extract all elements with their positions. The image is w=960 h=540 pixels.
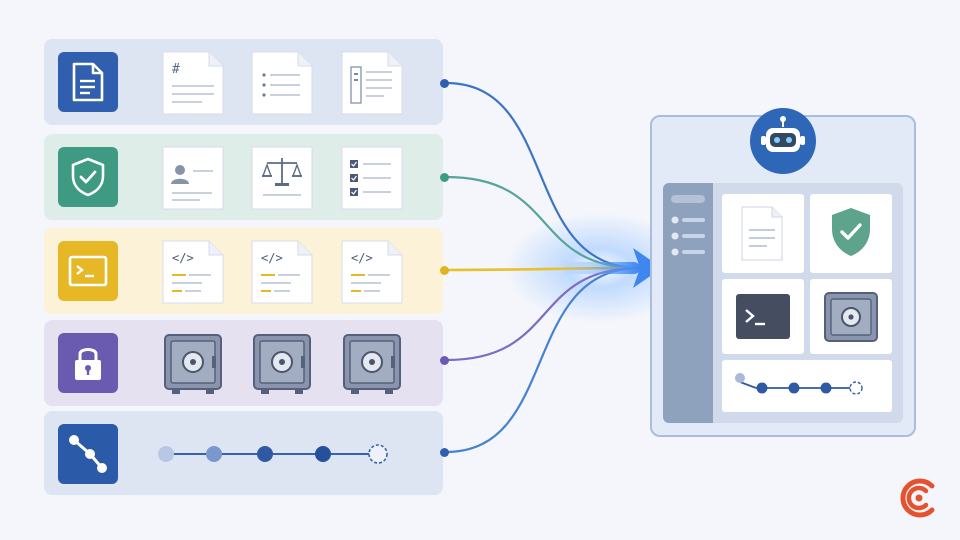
terminal-icon (68, 255, 108, 287)
row-security (44, 134, 443, 220)
code-document-icon: </> (341, 240, 403, 304)
robot-icon (761, 116, 805, 152)
vault-icon (824, 292, 878, 342)
pipeline-steps (158, 444, 388, 464)
row-documents: # (44, 39, 443, 125)
pipeline-step (206, 446, 222, 462)
workflow-nodes-icon (69, 435, 107, 473)
row-secrets (44, 320, 443, 406)
tile-documents (58, 52, 118, 112)
pipeline-step (257, 446, 273, 462)
code-glyph: </> (172, 251, 194, 265)
document-icon (741, 206, 783, 261)
shield-check-icon (71, 157, 105, 197)
connector-dot-workflow (440, 448, 449, 457)
markdown-glyph: # (172, 62, 180, 77)
vault-icon (162, 332, 224, 396)
pipeline-step (158, 446, 174, 462)
pipeline-step (315, 446, 331, 462)
layout-document-icon (341, 51, 403, 115)
shield-check-icon (832, 208, 870, 256)
cell-pipeline (722, 360, 892, 412)
cell-security (810, 194, 892, 273)
code-document-icon: </> (251, 240, 313, 304)
curve-workflow (445, 266, 641, 454)
vault-icon (341, 332, 403, 396)
arrow-head-icon (633, 248, 662, 288)
pipeline-step-pending (368, 444, 388, 464)
cell-vault (810, 279, 892, 354)
markdown-document-icon: # (162, 51, 224, 115)
connector-dot-code (440, 266, 449, 275)
tile-secrets (58, 333, 118, 393)
code-glyph: </> (351, 251, 373, 265)
vault-icon (251, 332, 313, 396)
merge-beam (560, 262, 640, 274)
pipeline-steps (735, 373, 863, 395)
robot-badge (750, 108, 816, 174)
code-glyph: </> (261, 251, 283, 265)
checklist-document-icon (341, 146, 403, 210)
row-workflow (44, 411, 443, 495)
brand-logo-icon (896, 476, 940, 520)
app-sidebar (663, 183, 713, 423)
connector-dot-documents (440, 79, 449, 88)
connector-dot-security (440, 173, 449, 182)
terminal-icon (736, 294, 790, 339)
curve-documents (445, 81, 641, 270)
scales-document-icon (251, 146, 313, 210)
cell-terminal (722, 279, 804, 354)
cell-document (722, 194, 804, 273)
row-code: </> </> </> (44, 228, 443, 314)
profile-document-icon (162, 146, 224, 210)
tile-security (58, 147, 118, 207)
padlock-icon (75, 348, 101, 380)
connector-dot-secrets (440, 356, 449, 365)
document-icon (72, 62, 104, 102)
code-document-icon: </> (162, 240, 224, 304)
tile-workflow (58, 424, 118, 484)
tile-code (58, 241, 118, 301)
list-document-icon (251, 51, 313, 115)
